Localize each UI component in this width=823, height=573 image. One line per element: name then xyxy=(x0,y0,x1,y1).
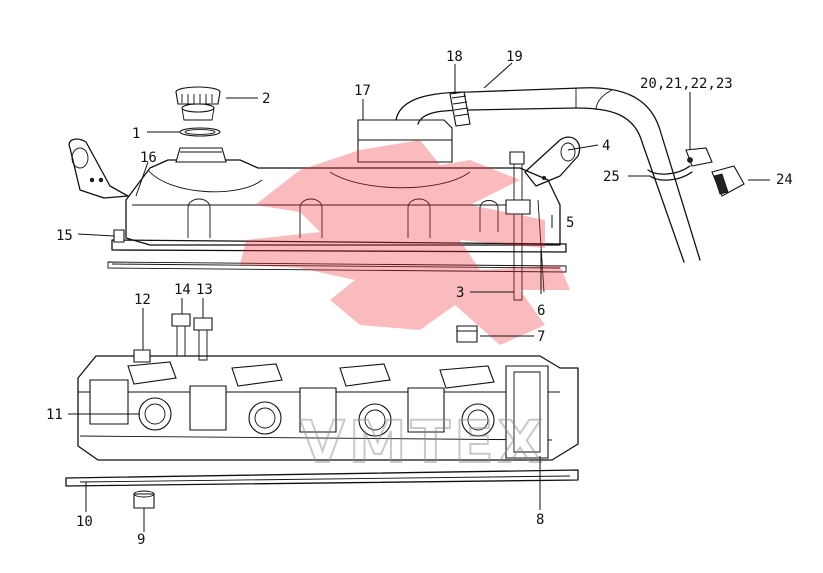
o-ring xyxy=(179,127,221,137)
part-label-4: 4 xyxy=(602,138,610,154)
part-label-2: 2 xyxy=(262,91,270,107)
fitting-cap xyxy=(711,165,745,197)
cylinder-head-assembly xyxy=(65,313,579,509)
part-label-5: 5 xyxy=(566,215,574,231)
cover-rib-windows xyxy=(187,198,499,238)
part-label-18: 18 xyxy=(446,49,463,65)
part-label-3: 3 xyxy=(456,285,464,301)
part-label-25: 25 xyxy=(603,169,620,185)
oil-filler-cap xyxy=(175,86,221,121)
part-label-17: 17 xyxy=(354,83,371,99)
rocker-arms xyxy=(127,361,495,389)
head-bores xyxy=(138,397,495,437)
watermark-logo xyxy=(240,140,570,345)
part-label-1: 1 xyxy=(132,126,140,142)
part-label-7: 7 xyxy=(537,329,545,345)
part-label-11: 11 xyxy=(46,407,63,423)
watermark-text: VMTEX xyxy=(300,408,547,476)
part-label-6: 6 xyxy=(537,303,545,319)
part-label-10: 10 xyxy=(76,514,93,530)
part-label-15: 15 xyxy=(56,228,73,244)
part-number-labels: 1 2 3 4 5 6 7 8 9 10 11 12 13 14 15 16 1… xyxy=(46,49,793,548)
part-label-12: 12 xyxy=(134,292,151,308)
hose-fitting xyxy=(685,147,713,167)
part-label-16: 16 xyxy=(140,150,157,166)
part-label-14: 14 xyxy=(174,282,191,298)
breather-box xyxy=(357,119,453,163)
leader-lines xyxy=(68,62,770,532)
head-ports xyxy=(89,379,445,433)
part-label-20-23: 20,21,22,23 xyxy=(640,76,733,92)
part-label-13: 13 xyxy=(196,282,213,298)
part-label-9: 9 xyxy=(137,532,145,548)
part-label-8: 8 xyxy=(536,512,544,528)
breather-hose xyxy=(395,87,701,263)
part-label-24: 24 xyxy=(776,172,793,188)
valve-cover-assembly xyxy=(68,136,581,343)
part-label-19: 19 xyxy=(506,49,523,65)
